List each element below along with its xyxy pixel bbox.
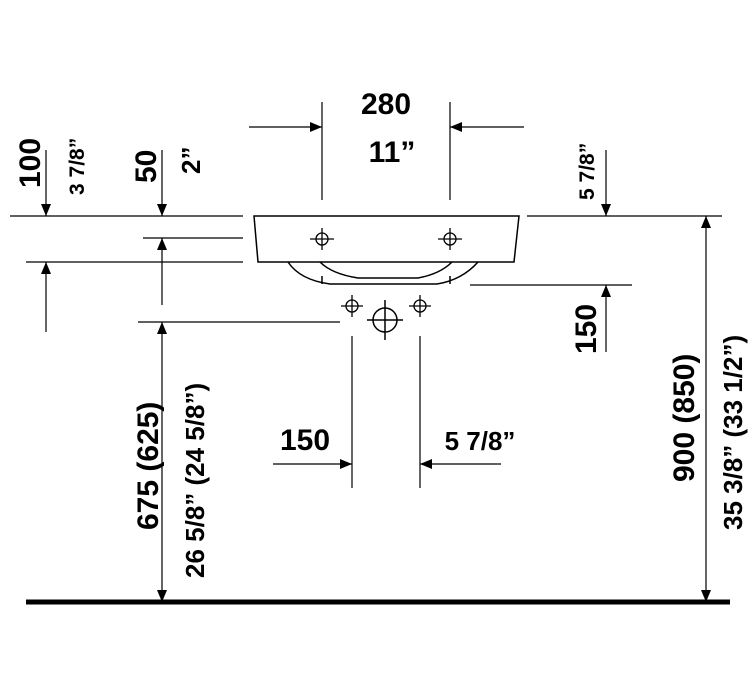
top-width-in-label: 11” (369, 136, 416, 169)
supply-right-icon (409, 295, 431, 317)
height-right-in-label: 35 3/8” (33 1/2”) (718, 335, 748, 530)
height-left-mm-label: 675 (625) (132, 402, 165, 530)
basin-outline (253, 215, 520, 285)
waste-outlet-icon (367, 300, 403, 340)
right-depth-in-label: 5 7/8” (576, 143, 599, 200)
tap-hole-left-icon (310, 228, 334, 250)
left-depth-in-label: 3 7/8” (66, 138, 89, 195)
mid-depth-in-label: 2” (176, 147, 206, 174)
mid-depth-mm-label: 50 (130, 150, 163, 183)
supply-left-icon (341, 295, 363, 317)
outlet-spacing-mm-label: 150 (280, 424, 330, 457)
right-drop-mm-label: 150 (570, 304, 603, 354)
dimension-arrows (41, 122, 711, 602)
top-width-mm-label: 280 (361, 88, 411, 121)
tap-hole-right-icon (438, 228, 462, 250)
height-right-mm-label: 900 (850) (668, 354, 701, 482)
extension-lines (10, 102, 722, 488)
height-left-in-label: 26 5/8” (24 5/8”) (180, 383, 210, 578)
left-depth-mm-label: 100 (14, 138, 47, 188)
outlet-spacing-in-label: 5 7/8” (445, 426, 516, 456)
